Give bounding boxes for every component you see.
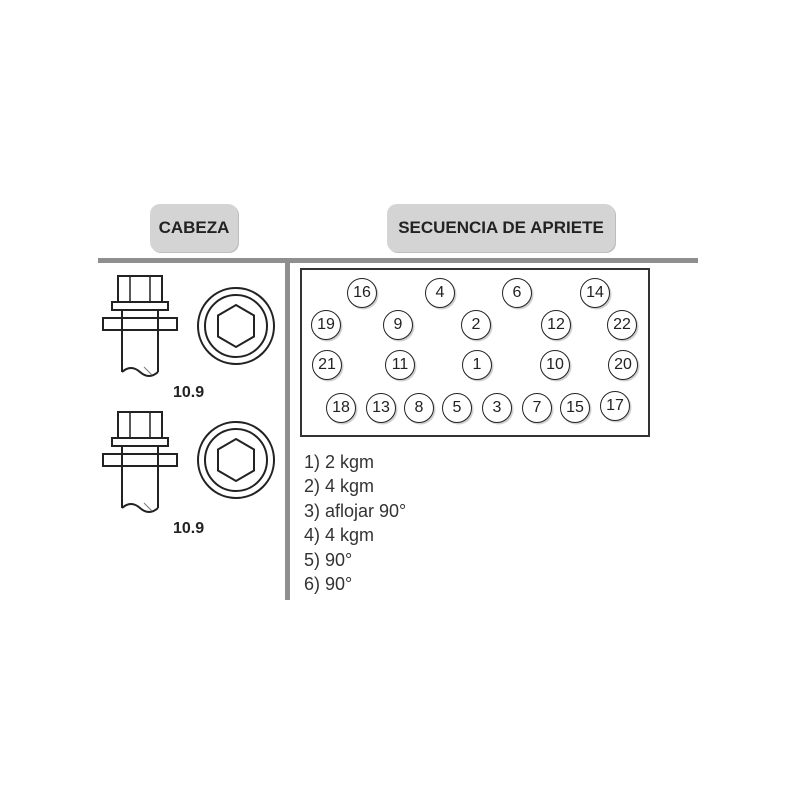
tightening-step: 4) 4 kgm — [304, 525, 375, 546]
sequence-bolt: 2 — [461, 310, 491, 340]
sequence-bolt: 5 — [442, 393, 472, 423]
sequence-bolt: 3 — [482, 393, 512, 423]
sequence-bolt: 9 — [383, 310, 413, 340]
bolt-grade-label: 10.9 — [173, 520, 205, 537]
sequence-bolt: 18 — [326, 393, 356, 423]
sequence-bolt: 1 — [462, 350, 492, 380]
vertical-divider — [285, 262, 290, 600]
secuencia-header: SECUENCIA DE APRIETE — [387, 204, 615, 252]
bolt-top-view-icon — [197, 287, 275, 365]
sequence-bolt: 17 — [600, 391, 630, 421]
bolt-top-view-icon — [197, 421, 275, 499]
sequence-bolt: 16 — [347, 278, 377, 308]
sequence-bolt: 4 — [425, 278, 455, 308]
bolt-side-view-icon — [102, 411, 178, 513]
cabeza-header: CABEZA — [150, 204, 238, 252]
sequence-bolt: 14 — [580, 278, 610, 308]
tightening-step: 1) 2 kgm — [304, 452, 375, 472]
sequence-bolt: 13 — [366, 393, 396, 423]
sequence-bolt: 8 — [404, 393, 434, 423]
horizontal-divider — [98, 258, 698, 263]
tightening-step: 5) 90° — [304, 549, 353, 570]
sequence-bolt: 10 — [540, 350, 570, 380]
tightening-steps-list: 1) 2 kgm 2) 4 kgm 3) aflojar 90° 4) 4 kg… — [304, 450, 406, 596]
sequence-bolt: 22 — [607, 310, 637, 340]
sequence-bolt: 12 — [541, 310, 571, 340]
secuencia-header-label: SECUENCIA DE APRIETE — [398, 218, 604, 237]
cabeza-header-label: CABEZA — [158, 218, 230, 237]
sequence-bolt: 20 — [608, 350, 638, 380]
sequence-bolt: 6 — [502, 278, 532, 308]
sequence-bolt: 11 — [385, 350, 415, 380]
bolt-side-view-icon — [102, 275, 178, 377]
tightening-step: 3) aflojar 90° — [304, 500, 407, 521]
tightening-step: 6) 90° — [304, 574, 353, 595]
sequence-bolt: 7 — [522, 393, 552, 423]
sequence-bolt: 19 — [311, 310, 341, 340]
sequence-bolt: 21 — [312, 350, 342, 380]
tightening-step: 2) 4 kgm — [304, 476, 375, 497]
sequence-bolt: 15 — [560, 393, 590, 423]
bolt-grade-label: 10.9 — [173, 384, 205, 401]
